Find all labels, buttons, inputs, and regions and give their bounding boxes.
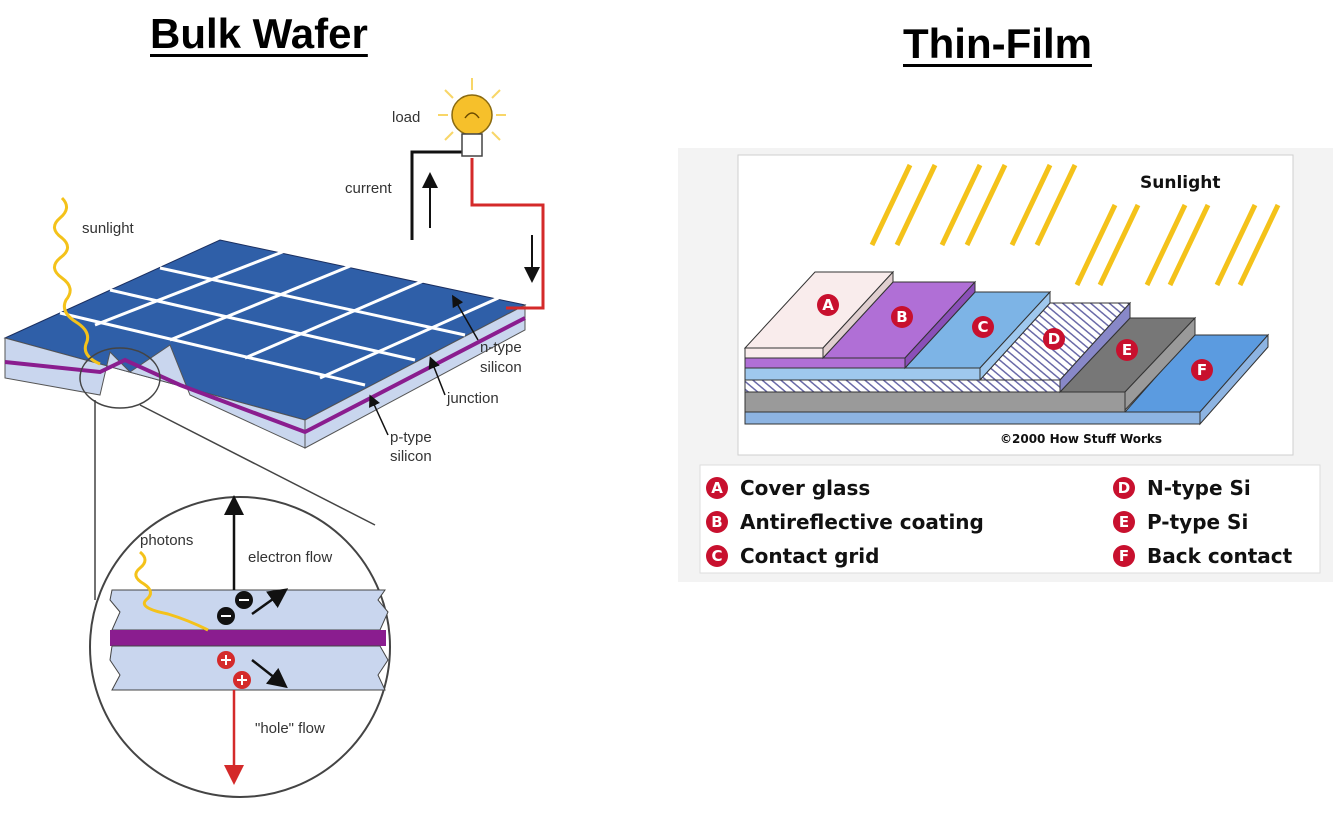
n-type-label-line2: silicon — [480, 359, 522, 376]
sunlight-title: Sunlight — [1140, 173, 1221, 193]
cell-grid — [59, 247, 506, 387]
svg-text:Cover glass: Cover glass — [740, 476, 870, 500]
photons-label: photons — [140, 532, 193, 549]
svg-text:F: F — [1197, 361, 1207, 379]
svg-text:C: C — [977, 318, 988, 336]
svg-text:B: B — [711, 513, 722, 531]
svg-text:Antireflective coating: Antireflective coating — [740, 510, 984, 534]
zoom-p-layer — [109, 645, 389, 691]
sunlight-label: sunlight — [82, 220, 135, 237]
p-type-label-line2: silicon — [390, 448, 432, 465]
svg-text:A: A — [822, 296, 834, 314]
base-layer-pink — [744, 347, 824, 359]
svg-text:B: B — [896, 308, 907, 326]
copyright-text: ©2000 How Stuff Works — [1000, 432, 1162, 446]
legend-item-a: A Cover glass — [706, 476, 870, 500]
sunlight-rays — [869, 163, 1281, 287]
zoom-origin — [79, 347, 161, 409]
base-layer-blue — [744, 411, 1201, 425]
base-layer-gray — [744, 391, 1126, 413]
zoom-junction — [110, 630, 386, 646]
base-layer-light-blue — [744, 367, 981, 381]
svg-text:P-type Si: P-type Si — [1147, 510, 1248, 534]
svg-text:Contact grid: Contact grid — [740, 544, 879, 568]
junction-layer — [4, 316, 526, 435]
hole-flow-label: "hole" flow — [255, 720, 325, 737]
negative-wire — [410, 150, 470, 240]
legend-item-c: C Contact grid — [706, 544, 879, 568]
legend-box — [699, 464, 1321, 574]
photon-ray — [134, 550, 209, 632]
legend-item-e: E P-type Si — [1113, 510, 1248, 534]
light-bulb-icon — [438, 78, 506, 157]
thin-film-diagram: Sunlight A B C — [678, 148, 1333, 582]
svg-text:A: A — [711, 479, 723, 497]
hole-icon — [217, 651, 251, 689]
base-layer-hatched — [744, 379, 1061, 393]
legend-item-d: D N-type Si — [1113, 476, 1251, 500]
wafer-slab — [3, 239, 527, 449]
load-label: load — [392, 109, 420, 126]
svg-text:C: C — [711, 547, 722, 565]
svg-text:Back contact: Back contact — [1147, 544, 1293, 568]
thin-film-title: Thin-Film — [903, 20, 1092, 67]
legend-item-b: B Antireflective coating — [706, 510, 984, 534]
svg-text:E: E — [1119, 513, 1129, 531]
n-type-label-line1: n-type — [480, 339, 522, 356]
bulk-wafer-title: Bulk Wafer — [150, 10, 368, 57]
sunlight-ray — [53, 196, 101, 366]
svg-text:D: D — [1118, 479, 1130, 497]
base-layer-purple — [744, 357, 906, 369]
legend-item-f: F Back contact — [1113, 544, 1293, 568]
svg-text:F: F — [1119, 547, 1129, 565]
diagram-badges: A B C D E F — [817, 294, 1213, 381]
p-type-label-line1: p-type — [390, 429, 432, 446]
electron-icon — [217, 591, 253, 625]
svg-text:N-type Si: N-type Si — [1147, 476, 1251, 500]
current-label: current — [345, 180, 393, 197]
junction-label: junction — [446, 390, 499, 407]
positive-wire — [470, 158, 545, 310]
svg-text:E: E — [1122, 341, 1132, 359]
electron-flow-label: electron flow — [248, 549, 332, 566]
svg-text:D: D — [1048, 330, 1060, 348]
bulk-wafer-diagram: sunlight current load n-type sili — [3, 78, 545, 798]
